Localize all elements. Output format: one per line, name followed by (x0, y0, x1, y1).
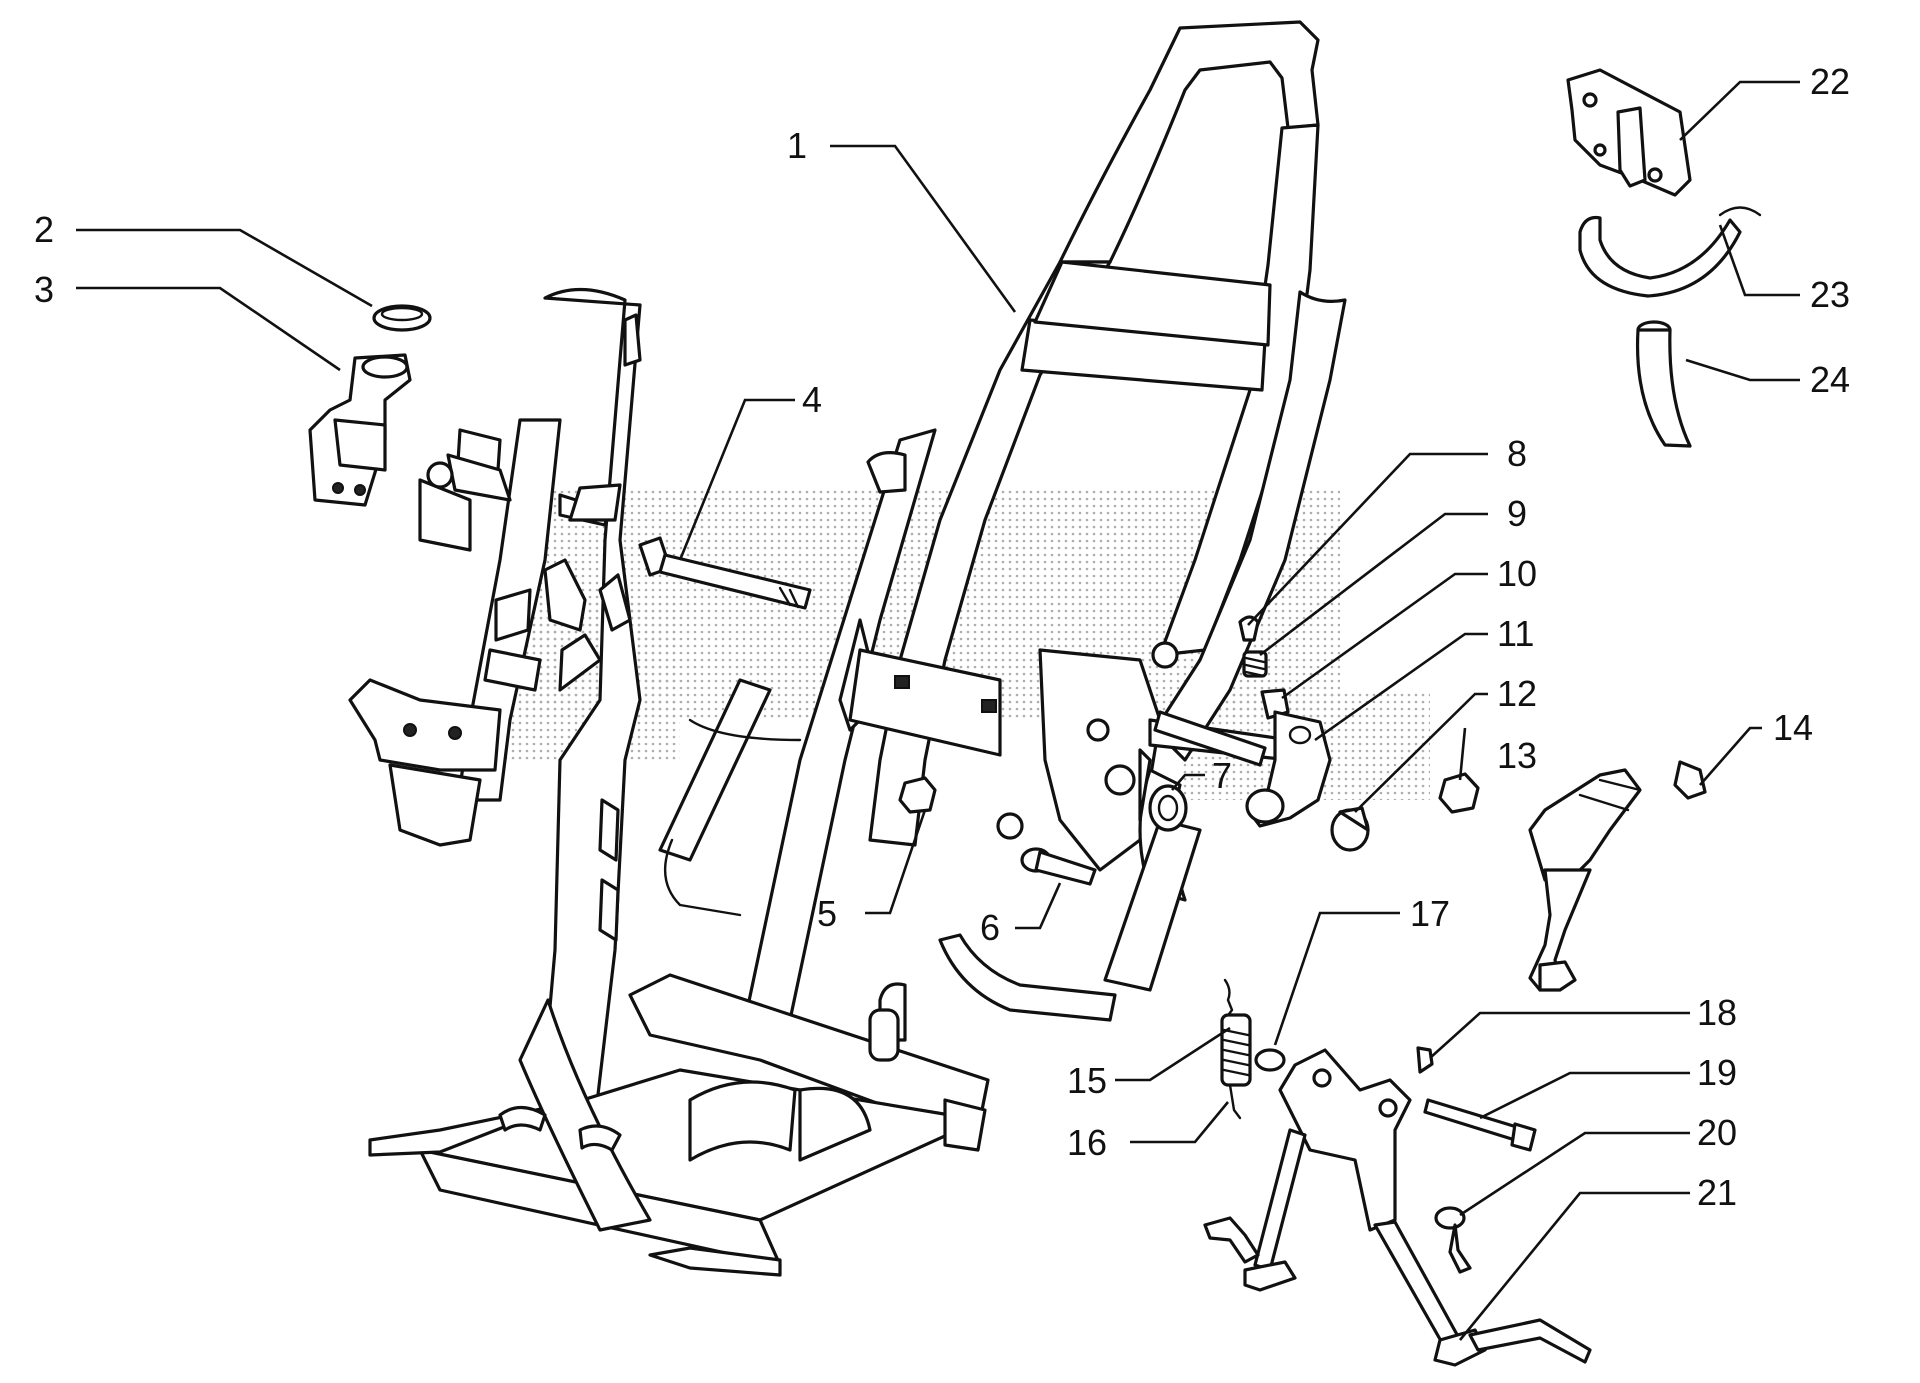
callout-19: 19 (1697, 1052, 1737, 1093)
part-22-valve (1566, 68, 1692, 197)
callout-12: 12 (1497, 673, 1537, 714)
callout-5: 5 (817, 893, 837, 934)
callout-13: 13 (1497, 735, 1537, 776)
part-4-bolt (638, 536, 812, 610)
part-9-spring (1242, 650, 1268, 678)
part-21-center-stand (1203, 1048, 1592, 1367)
callout-2: 2 (34, 209, 54, 250)
callout-1: 1 (787, 125, 807, 166)
part-16-spring (1220, 1013, 1252, 1120)
callout-6: 6 (980, 907, 1000, 948)
callout-20: 20 (1697, 1112, 1737, 1153)
callout-24: 24 (1810, 359, 1850, 400)
main-frame (658, 20, 1347, 1042)
part-13-nut (1438, 772, 1480, 814)
callout-9: 9 (1507, 493, 1527, 534)
part-12-bush (1330, 806, 1370, 852)
part-6-pin (1020, 847, 1097, 886)
callout-4: 4 (802, 379, 822, 420)
callout-8: 8 (1507, 433, 1527, 474)
callout-15: 15 (1067, 1060, 1107, 1101)
part-8-ball (1238, 615, 1260, 642)
part-19-bolt (1423, 1098, 1537, 1152)
part-14-kickstart-lever (1528, 760, 1707, 992)
part-5-nut (898, 776, 937, 814)
part-2-washer (372, 304, 432, 332)
leader-lines (76, 80, 1800, 1341)
callout-16: 16 (1067, 1122, 1107, 1163)
callout-22: 22 (1810, 61, 1850, 102)
callout-17: 17 (1410, 893, 1450, 934)
part-20-knob (1434, 1206, 1472, 1274)
callout-18: 18 (1697, 992, 1737, 1033)
part-11-pedal-arm (1153, 710, 1332, 828)
callout-3: 3 (34, 269, 54, 310)
part-7-bushing (1148, 784, 1188, 832)
part-23-hose (1578, 206, 1762, 298)
callout-10: 10 (1497, 553, 1537, 594)
part-17-washer (1254, 1048, 1286, 1072)
front-down-tube (348, 287, 990, 1277)
part-18-pin (1416, 1046, 1434, 1074)
callout-11: 11 (1497, 613, 1534, 654)
callout-23: 23 (1810, 274, 1850, 315)
part-24-hose (1635, 320, 1692, 448)
callout-21: 21 (1697, 1172, 1737, 1213)
callout-7: 7 (1212, 755, 1232, 796)
part-3-steering-lock (308, 353, 412, 507)
callout-labels: 1 2 3 4 5 6 7 8 9 10 11 12 13 14 15 16 1… (34, 61, 1850, 1213)
part-15-spring (1223, 978, 1234, 1020)
callout-14: 14 (1773, 707, 1813, 748)
